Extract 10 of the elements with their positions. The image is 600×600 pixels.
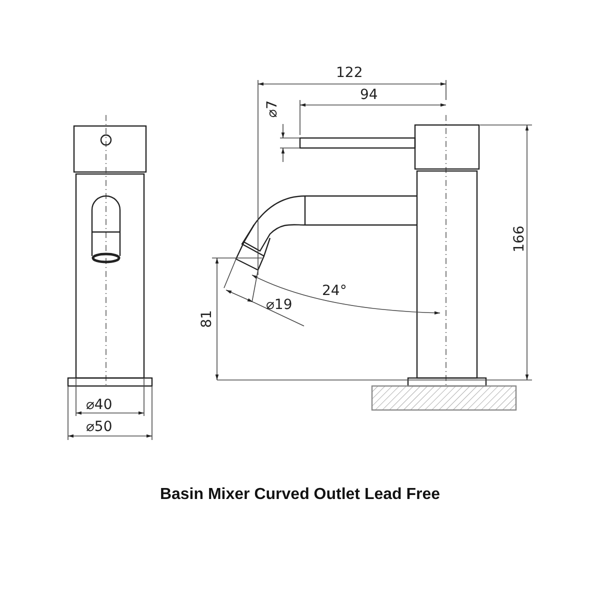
dimension-label: ⌀50	[86, 420, 112, 434]
dimension-label: 166	[512, 226, 526, 252]
caption: Basin Mixer Curved Outlet Lead Free	[158, 486, 442, 504]
dimension-label: 122	[336, 66, 363, 80]
dimension-label: 24°	[322, 284, 347, 298]
dimension-label: ⌀19	[266, 298, 292, 312]
dimension-label: ⌀40	[86, 398, 112, 412]
dimension-label: 81	[200, 310, 214, 328]
dimension-label: 94	[360, 88, 378, 102]
dimension-label: ⌀7	[266, 100, 280, 118]
